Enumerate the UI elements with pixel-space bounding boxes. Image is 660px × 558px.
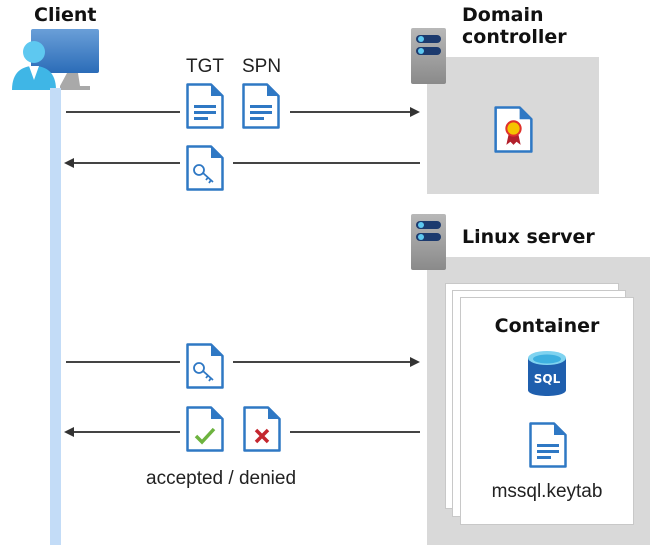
ticket-arrow-line-right: [233, 162, 420, 164]
client-title: Client: [34, 4, 97, 26]
arrow-head-left: [64, 158, 74, 168]
linux-server-icon: [411, 214, 446, 270]
domain-controller-title-line1: Domain: [462, 4, 544, 26]
request-arrow-line-right: [290, 111, 412, 113]
key-ticket-icon: [186, 145, 224, 191]
result-arrow-line-right: [290, 431, 420, 433]
sql-database-icon: SQL: [528, 351, 566, 397]
auth-arrow-line-left: [66, 361, 180, 363]
denied-cross-icon: [243, 406, 281, 452]
key-ticket-icon: [186, 343, 224, 389]
container-card: Container SQL mssql.keytab: [460, 297, 634, 525]
arrow-head-right: [410, 107, 420, 117]
ticket-arrow-line-left: [72, 162, 180, 164]
accepted-check-icon: [186, 406, 224, 452]
domain-controller-title: Domain controller: [462, 4, 567, 48]
client-user-computer-icon: [12, 28, 102, 92]
sql-label: SQL: [534, 372, 561, 386]
keytab-file-icon: [529, 422, 567, 468]
accepted-denied-label: accepted / denied: [146, 468, 297, 489]
tgt-document-icon: [186, 83, 224, 129]
spn-label: SPN: [242, 56, 282, 77]
arrow-head-left: [64, 427, 74, 437]
tgt-label: TGT: [186, 56, 224, 77]
result-arrow-line-left: [72, 431, 180, 433]
spn-document-icon: [242, 83, 280, 129]
domain-controller-server-icon: [411, 28, 446, 84]
request-arrow-line-left: [66, 111, 180, 113]
container-title: Container: [494, 315, 600, 337]
linux-server-title: Linux server: [462, 226, 595, 248]
domain-controller-title-line2: controller: [462, 26, 567, 48]
arrow-head-right: [410, 357, 420, 367]
auth-arrow-line-right: [233, 361, 412, 363]
keytab-label: mssql.keytab: [491, 481, 603, 502]
client-lifeline: [50, 88, 61, 545]
certificate-icon: [494, 106, 533, 153]
